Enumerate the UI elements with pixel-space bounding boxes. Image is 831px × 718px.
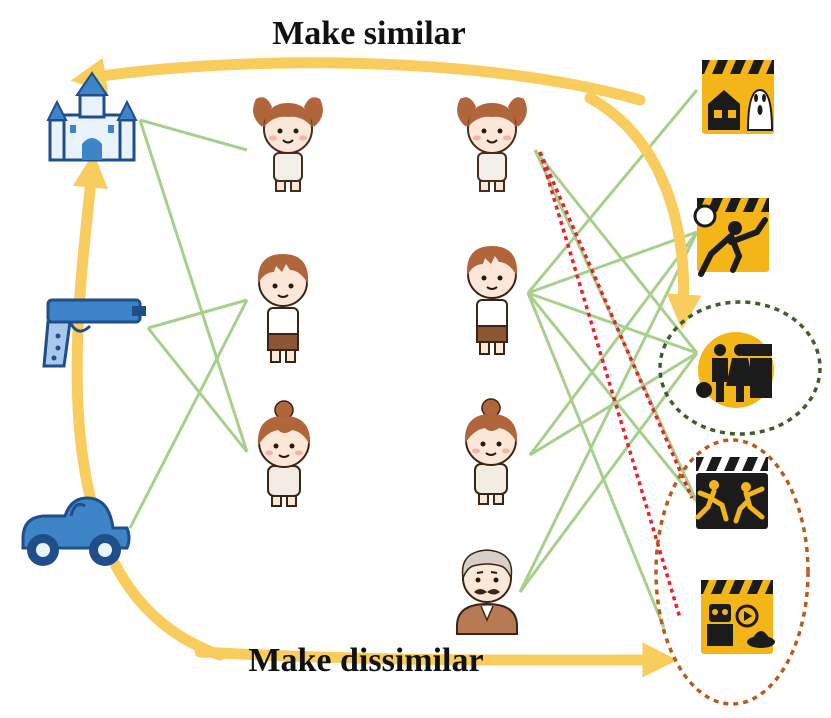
horror-movie-icon: [702, 60, 774, 134]
user-grandpa-right: [456, 549, 518, 635]
make-similar-arrow-to-castle: [70, 57, 646, 106]
toy-gun-icon: [42, 298, 146, 368]
user-girl-bun-right: [463, 398, 519, 505]
user-boy-right: [465, 245, 519, 355]
make-dissimilar-arrow-to-scifi: [194, 642, 678, 678]
make-similar-arrow-to-romance: [584, 92, 702, 330]
action-movie-icon: [695, 457, 768, 529]
make-similar-label: Make similar: [272, 15, 466, 52]
castle-icon: [46, 71, 138, 162]
negative-links: [538, 151, 694, 619]
martial-arts-movie-icon: [693, 198, 769, 277]
make-dissimilar-label: Make dissimilar: [248, 642, 483, 679]
romance-movie-icon: [696, 332, 774, 408]
user-girl-bun-left: [256, 400, 312, 507]
user-boy-left: [256, 253, 310, 363]
similar-highlight-ring: [658, 300, 822, 436]
scifi-movie-icon: [701, 580, 775, 654]
dissimilar-highlight-ring: [654, 438, 810, 706]
toy-car-icon: [21, 496, 131, 566]
make-dissimilar-arrow-to-castle: [71, 152, 226, 661]
association-lines: [128, 89, 699, 629]
user-girl-pigtails-left: [252, 96, 324, 192]
user-girl-pigtails-right: [456, 96, 528, 192]
